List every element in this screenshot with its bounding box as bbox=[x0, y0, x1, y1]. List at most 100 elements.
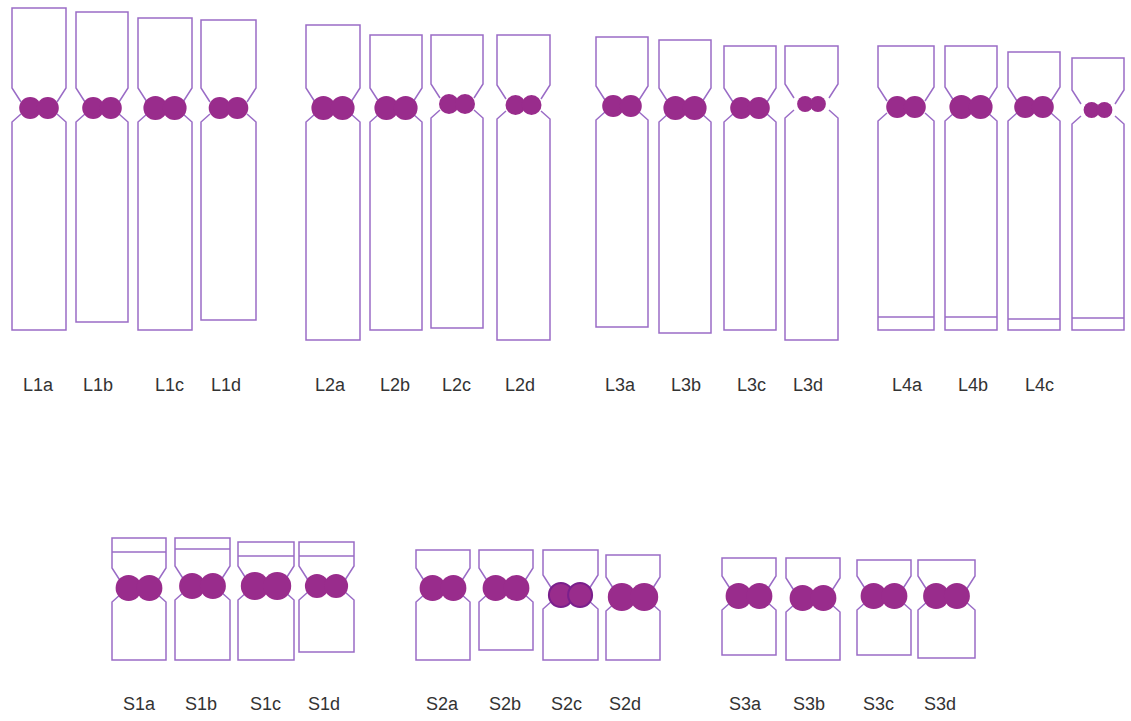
chromosome bbox=[76, 12, 128, 322]
chromosome-arm bbox=[1072, 116, 1124, 330]
chromosome-band bbox=[299, 555, 354, 557]
centromere bbox=[746, 583, 772, 609]
chromosome bbox=[479, 550, 533, 650]
chromosome-arm bbox=[785, 46, 838, 98]
centromere bbox=[881, 583, 907, 609]
chromosome-label: L1a bbox=[22, 376, 54, 394]
chromosome-arm bbox=[76, 114, 128, 322]
chromosome-label: S1b bbox=[184, 695, 218, 713]
chromosome-label: S2d bbox=[608, 695, 642, 713]
chromosome-label: S2c bbox=[550, 695, 583, 713]
centromere bbox=[1032, 96, 1054, 118]
chromosome bbox=[201, 20, 256, 320]
chromosome-arm bbox=[596, 112, 648, 327]
chromosome bbox=[606, 555, 660, 660]
chromosome bbox=[497, 35, 550, 340]
chromosome-arm bbox=[878, 46, 934, 101]
chromosome-label: L2c bbox=[441, 376, 472, 394]
chromosome-label: S3b bbox=[792, 695, 826, 713]
chromosome-label: L2a bbox=[314, 376, 346, 394]
centromere bbox=[100, 97, 122, 119]
chromosome bbox=[722, 558, 776, 655]
chromosome bbox=[306, 25, 360, 340]
chromosome-label: S3a bbox=[728, 695, 762, 713]
centromere bbox=[37, 97, 59, 119]
chromosome-label: L3c bbox=[736, 376, 767, 394]
chromosome bbox=[1072, 58, 1124, 330]
chromosome bbox=[431, 35, 483, 328]
chromosome-arm bbox=[112, 538, 166, 582]
chromosome-arm bbox=[76, 12, 128, 102]
chromosome bbox=[138, 18, 192, 330]
chromosome bbox=[299, 542, 354, 652]
chromosome-label: L1c bbox=[154, 376, 185, 394]
chromosome-arm bbox=[786, 604, 840, 660]
chromosome-arm bbox=[857, 560, 911, 590]
chromosome-band bbox=[1072, 317, 1124, 319]
centromere bbox=[324, 574, 348, 598]
centromere bbox=[455, 94, 475, 114]
centromere bbox=[200, 573, 226, 599]
centromere bbox=[969, 95, 993, 119]
chromosome bbox=[12, 8, 66, 330]
chromosome-arm bbox=[878, 113, 934, 330]
chromosome bbox=[1008, 52, 1060, 330]
centromere bbox=[440, 575, 466, 601]
chromosome-label: S1d bbox=[307, 695, 341, 713]
chromosome-arm bbox=[1008, 113, 1060, 330]
chromosome-arm bbox=[497, 111, 550, 340]
chromosome bbox=[945, 46, 997, 330]
chromosome-arm bbox=[543, 550, 598, 589]
chromosome-arm bbox=[596, 37, 648, 100]
chromosome-label: S2b bbox=[488, 695, 522, 713]
chromosome bbox=[659, 40, 711, 333]
chromosome-label: S1a bbox=[122, 695, 156, 713]
chromosome-arm bbox=[238, 592, 294, 660]
centromere bbox=[944, 583, 970, 609]
chromosome-arm bbox=[659, 114, 711, 333]
chromosome-band bbox=[878, 316, 934, 318]
chromosome-arm bbox=[722, 602, 776, 655]
centromere bbox=[683, 96, 707, 120]
chromosome-label: L2d bbox=[504, 376, 536, 394]
chromosome-band bbox=[112, 551, 166, 553]
chromosome-label: L4a bbox=[891, 376, 923, 394]
chromosome-arm bbox=[112, 594, 166, 660]
chromosome-label: L3a bbox=[604, 376, 636, 394]
centromere bbox=[394, 96, 418, 120]
chromosome bbox=[543, 550, 598, 660]
chromosome-band bbox=[945, 316, 997, 318]
centromere bbox=[810, 96, 826, 112]
chromosome bbox=[596, 37, 648, 327]
chromosome bbox=[370, 35, 422, 330]
chromosome-arm bbox=[785, 110, 838, 340]
chromosome-arm bbox=[606, 603, 660, 660]
centromere bbox=[263, 572, 291, 600]
chromosome bbox=[416, 550, 470, 660]
chromosome-label: L4b bbox=[957, 376, 989, 394]
chromosome-arm bbox=[479, 550, 533, 582]
chromosome-band bbox=[175, 548, 230, 550]
chromosome-arm bbox=[497, 35, 550, 99]
chromosome-label: L3b bbox=[670, 376, 702, 394]
chromosome-label: S2a bbox=[425, 695, 459, 713]
chromosome-arm bbox=[857, 602, 911, 655]
centromere bbox=[748, 97, 770, 119]
centromere bbox=[226, 97, 248, 119]
chromosome-arm bbox=[238, 542, 294, 580]
chromosome-arm bbox=[945, 46, 997, 101]
chromosome-arm bbox=[786, 558, 840, 592]
chromosome-arm bbox=[201, 114, 256, 320]
chromosome-arm bbox=[306, 25, 360, 102]
chromosome-arm bbox=[175, 538, 230, 580]
chromosome-arm bbox=[416, 594, 470, 660]
chromosome-label: S3c bbox=[862, 695, 895, 713]
centromere bbox=[620, 95, 642, 117]
chromosome-arm bbox=[201, 20, 256, 102]
chromosome-arm bbox=[12, 8, 66, 102]
centromere bbox=[522, 95, 542, 115]
chromosome-band bbox=[1008, 318, 1060, 320]
chromosome-label: S1c bbox=[249, 695, 282, 713]
chromosome-arm bbox=[724, 114, 776, 330]
